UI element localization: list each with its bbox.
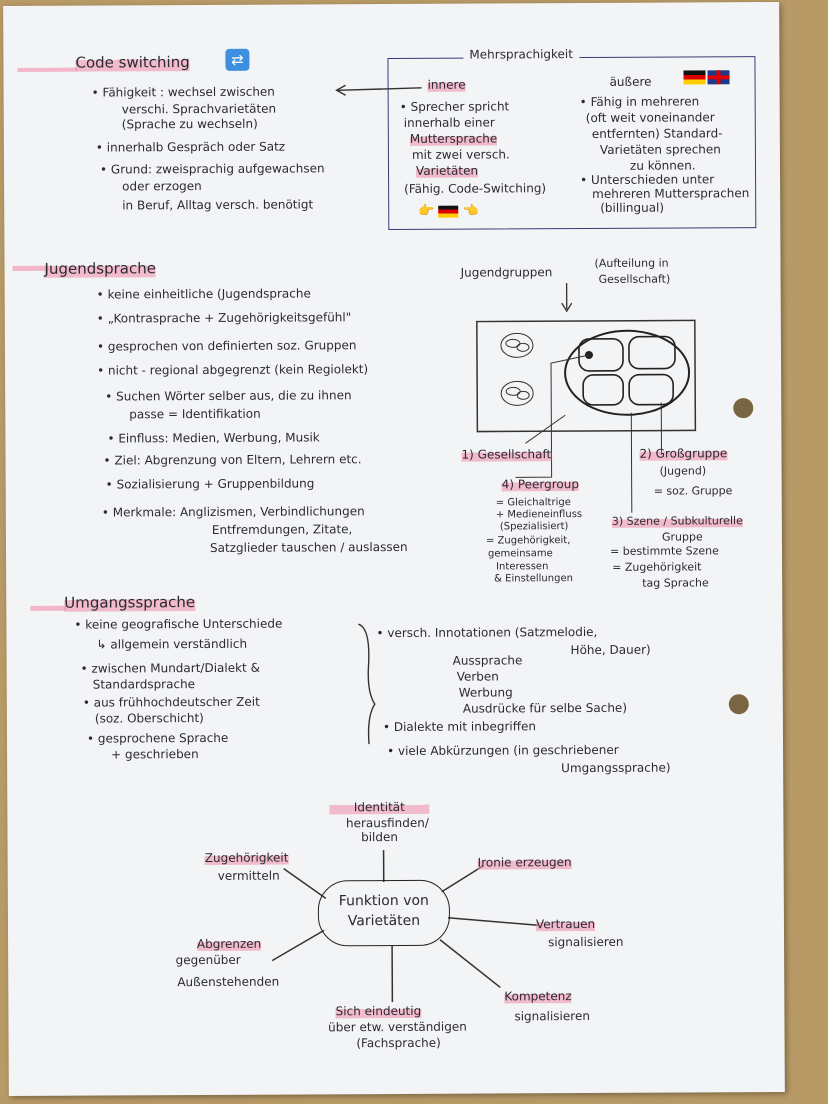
brace-divider — [358, 623, 376, 745]
notebook-page: Code switching ⇄ • Fähigkeit : wechsel z… — [3, 1, 785, 1097]
mindmap-lines — [271, 850, 539, 1003]
connector-arrow — [335, 84, 422, 96]
groups-diagram — [476, 283, 697, 513]
